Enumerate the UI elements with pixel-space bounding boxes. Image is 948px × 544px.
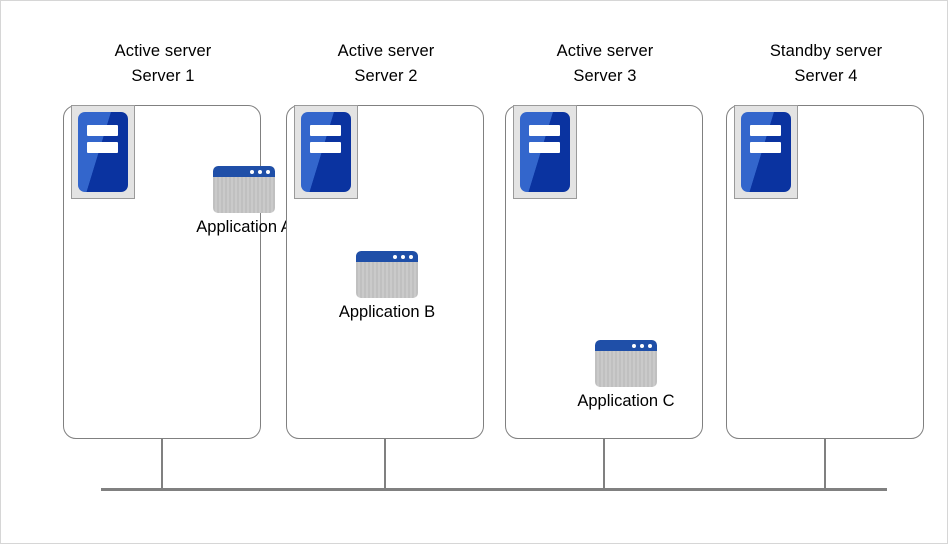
server-icon-chassis <box>741 112 791 192</box>
application-titlebar <box>595 340 657 351</box>
server-drop-line-4 <box>824 439 826 489</box>
server-icon-bar-top <box>86 124 118 136</box>
application-node-b[interactable]: Application B <box>272 251 502 322</box>
server-name-label-3: Server 3 <box>573 67 637 85</box>
server-icon-bar-top <box>749 124 781 136</box>
server-role-label-1: Active server <box>114 42 212 60</box>
application-label-a: Application A <box>196 218 292 236</box>
application-label-c: Application C <box>577 392 675 410</box>
server-icon-4 <box>734 105 798 199</box>
application-window-dots-icon <box>632 343 652 348</box>
application-window-icon-b <box>356 251 418 298</box>
application-window-dots-icon <box>250 169 270 174</box>
application-window-icon-c <box>595 340 657 387</box>
server-icon-bar-bottom <box>749 142 781 154</box>
server-caption-4: Standby server Server 4 <box>726 39 926 89</box>
server-drop-line-2 <box>384 439 386 489</box>
server-caption-3: Active server Server 3 <box>505 39 705 89</box>
application-node-c[interactable]: Application C <box>511 340 741 411</box>
server-icon-bar-bottom <box>528 142 560 154</box>
server-role-label-4: Standby server <box>769 42 883 60</box>
server-icon-chassis <box>301 112 351 192</box>
server-name-label-1: Server 1 <box>131 67 195 85</box>
server-drop-line-3 <box>603 439 605 489</box>
server-name-label-2: Server 2 <box>354 67 418 85</box>
application-titlebar <box>356 251 418 262</box>
server-icon-bar-top <box>309 124 341 136</box>
server-icon-3 <box>513 105 577 199</box>
server-role-label-2: Active server <box>337 42 435 60</box>
server-icon-1 <box>71 105 135 199</box>
application-label-b: Application B <box>338 303 436 321</box>
server-icon-bar-bottom <box>309 142 341 154</box>
server-drop-line-1 <box>161 439 163 489</box>
network-bus <box>101 488 887 491</box>
application-window-dots-icon <box>393 254 413 259</box>
server-role-label-3: Active server <box>556 42 654 60</box>
application-titlebar <box>213 166 275 177</box>
server-caption-1: Active server Server 1 <box>63 39 263 89</box>
server-icon-chassis <box>78 112 128 192</box>
server-icon-chassis <box>520 112 570 192</box>
server-name-label-4: Server 4 <box>794 67 858 85</box>
application-window-icon-a <box>213 166 275 213</box>
application-node-a[interactable]: Application A <box>129 166 359 237</box>
server-icon-2 <box>294 105 358 199</box>
server-icon-bar-bottom <box>86 142 118 154</box>
server-icon-bar-top <box>528 124 560 136</box>
server-caption-2: Active server Server 2 <box>286 39 486 89</box>
